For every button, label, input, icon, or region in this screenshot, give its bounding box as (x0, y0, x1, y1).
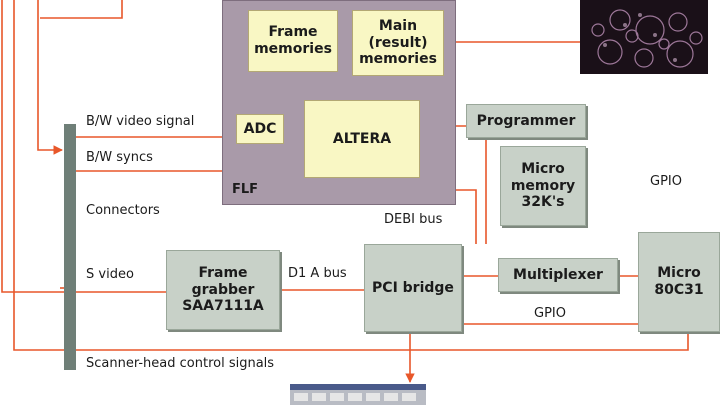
flf-label: FLF (232, 182, 259, 197)
wire-top-left-d (40, 0, 123, 19)
wire-top-left-a (1, 0, 66, 293)
main-memories-box: Main (result) memories (352, 10, 444, 76)
adc-box: ADC (236, 114, 284, 144)
wire-top-left-b (13, 0, 66, 351)
wire-top-left-c (37, 0, 63, 155)
s-video-label: S video (86, 267, 134, 282)
scan-image (580, 0, 708, 74)
programmer-box: Programmer (466, 104, 586, 138)
frame-grabber-box: Frame grabber SAA7111A (166, 250, 280, 330)
main-memories-label: Main (result) memories (359, 17, 437, 68)
micro-memory-box: Micro memory 32K's (500, 146, 586, 226)
micro-memory-label: Micro memory 32K's (510, 160, 576, 211)
programmer-label: Programmer (476, 112, 576, 129)
d1a-bus-label: D1 A bus (288, 266, 347, 281)
connector-bar (64, 124, 76, 370)
gpio-top-label: GPIO (650, 174, 682, 189)
debi-bus-label: DEBI bus (384, 212, 443, 227)
bw-syncs-label: B/W syncs (86, 150, 153, 165)
adc-label: ADC (243, 120, 277, 137)
frame-memories-box: Frame memories (248, 10, 338, 72)
screen-thumbnail (290, 384, 426, 405)
pci-bridge-label: PCI bridge (372, 279, 454, 296)
wire-scanner (76, 334, 689, 351)
bw-video-label: B/W video signal (86, 114, 195, 129)
connectors-label: Connectors (86, 203, 160, 218)
altera-label: ALTERA (332, 130, 392, 147)
frame-memories-label: Frame memories (254, 24, 332, 57)
scanner-label: Scanner-head control signals (86, 356, 275, 371)
multiplexer-label: Multiplexer (513, 266, 603, 283)
micro-80c31-label: Micro 80C31 (654, 265, 704, 298)
frame-grabber-label: Frame grabber SAA7111A (182, 264, 264, 315)
gpio-bottom-label: GPIO (534, 306, 566, 321)
multiplexer-box: Multiplexer (498, 258, 618, 292)
altera-box: ALTERA (304, 100, 420, 178)
micro-80c31-box: Micro 80C31 (638, 232, 720, 332)
pci-bridge-box: PCI bridge (364, 244, 462, 332)
